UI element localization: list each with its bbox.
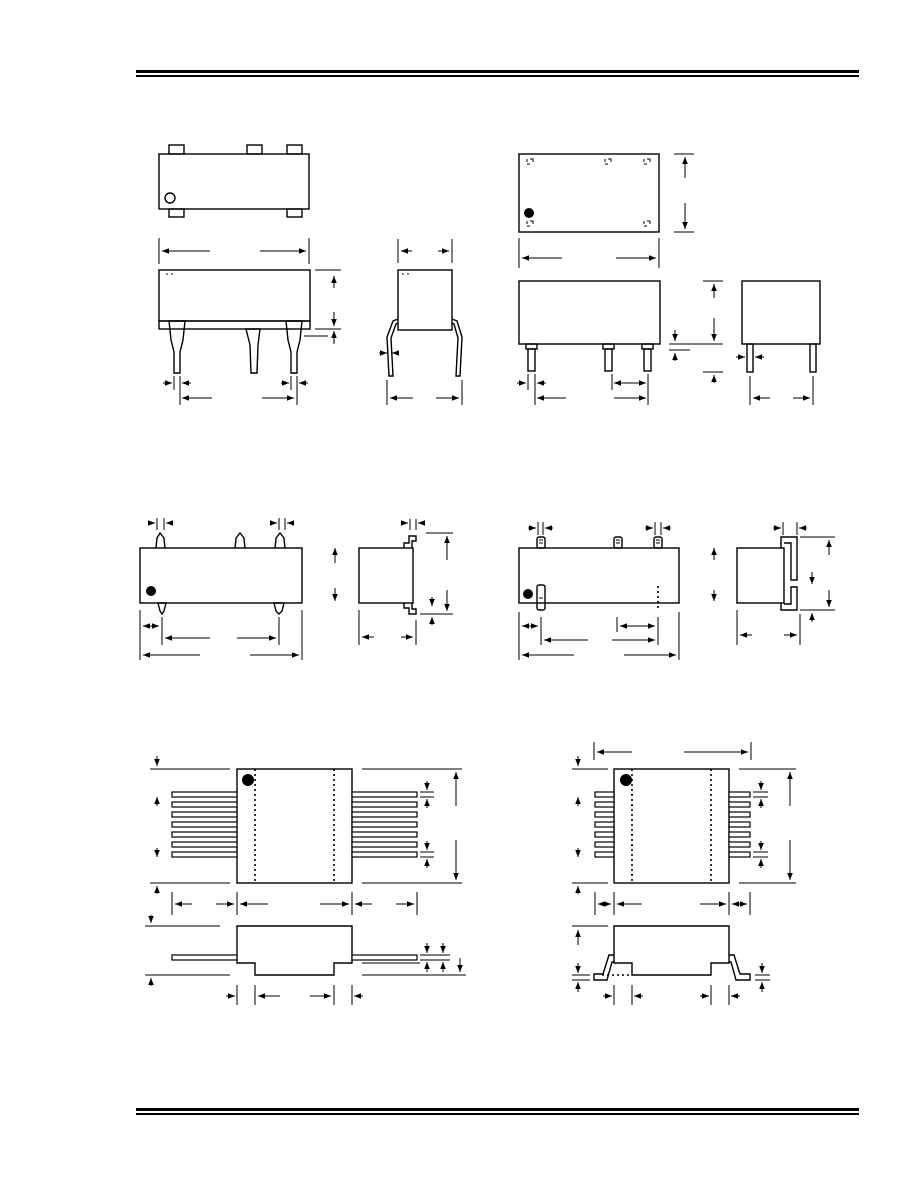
header-rule-bottom xyxy=(136,75,859,77)
footer-rule-top xyxy=(136,1108,859,1111)
pin1-marker-icon xyxy=(620,774,632,786)
dip-package-side-view xyxy=(379,239,463,405)
flat-lead-side-view xyxy=(145,915,466,1005)
gull-wing-side-view xyxy=(358,519,453,645)
sip-package-top-view xyxy=(518,153,694,268)
j-lead-front-view xyxy=(518,522,717,660)
soic-top-view xyxy=(572,742,796,915)
soic-side-view xyxy=(572,925,770,1005)
header-rule-top xyxy=(136,70,859,73)
pin1-marker-icon xyxy=(242,774,254,786)
footer-rule-bottom xyxy=(136,1113,859,1115)
dip-package-front-view xyxy=(158,238,341,405)
pin1-marker-icon xyxy=(524,208,534,218)
sip-package-side-view xyxy=(736,280,821,405)
sip-package-front-view xyxy=(517,280,723,405)
pin1-marker-icon xyxy=(164,192,176,204)
pin1-marker-icon xyxy=(146,586,156,596)
pin1-marker-icon xyxy=(523,589,533,599)
j-lead-side-view xyxy=(736,522,835,645)
dip-package-top-view xyxy=(158,144,310,218)
flat-lead-top-view xyxy=(150,756,462,915)
gull-wing-front-view xyxy=(139,518,338,660)
